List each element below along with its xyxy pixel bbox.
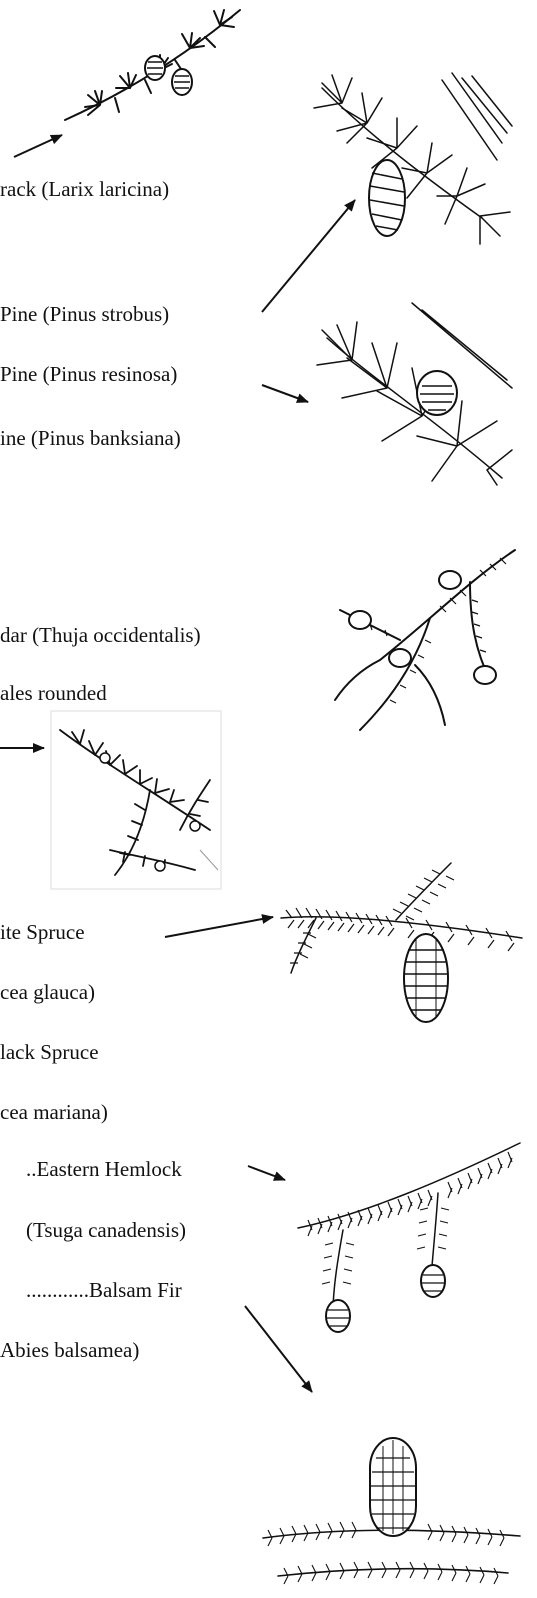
balsam-fir-arrow (245, 1306, 312, 1392)
larch-arrow (14, 135, 62, 157)
red-pine-arrow (262, 385, 308, 402)
hemlock-arrow (248, 1166, 285, 1180)
white-pine-arrow (262, 200, 355, 312)
white-spruce-arrow (165, 917, 273, 937)
